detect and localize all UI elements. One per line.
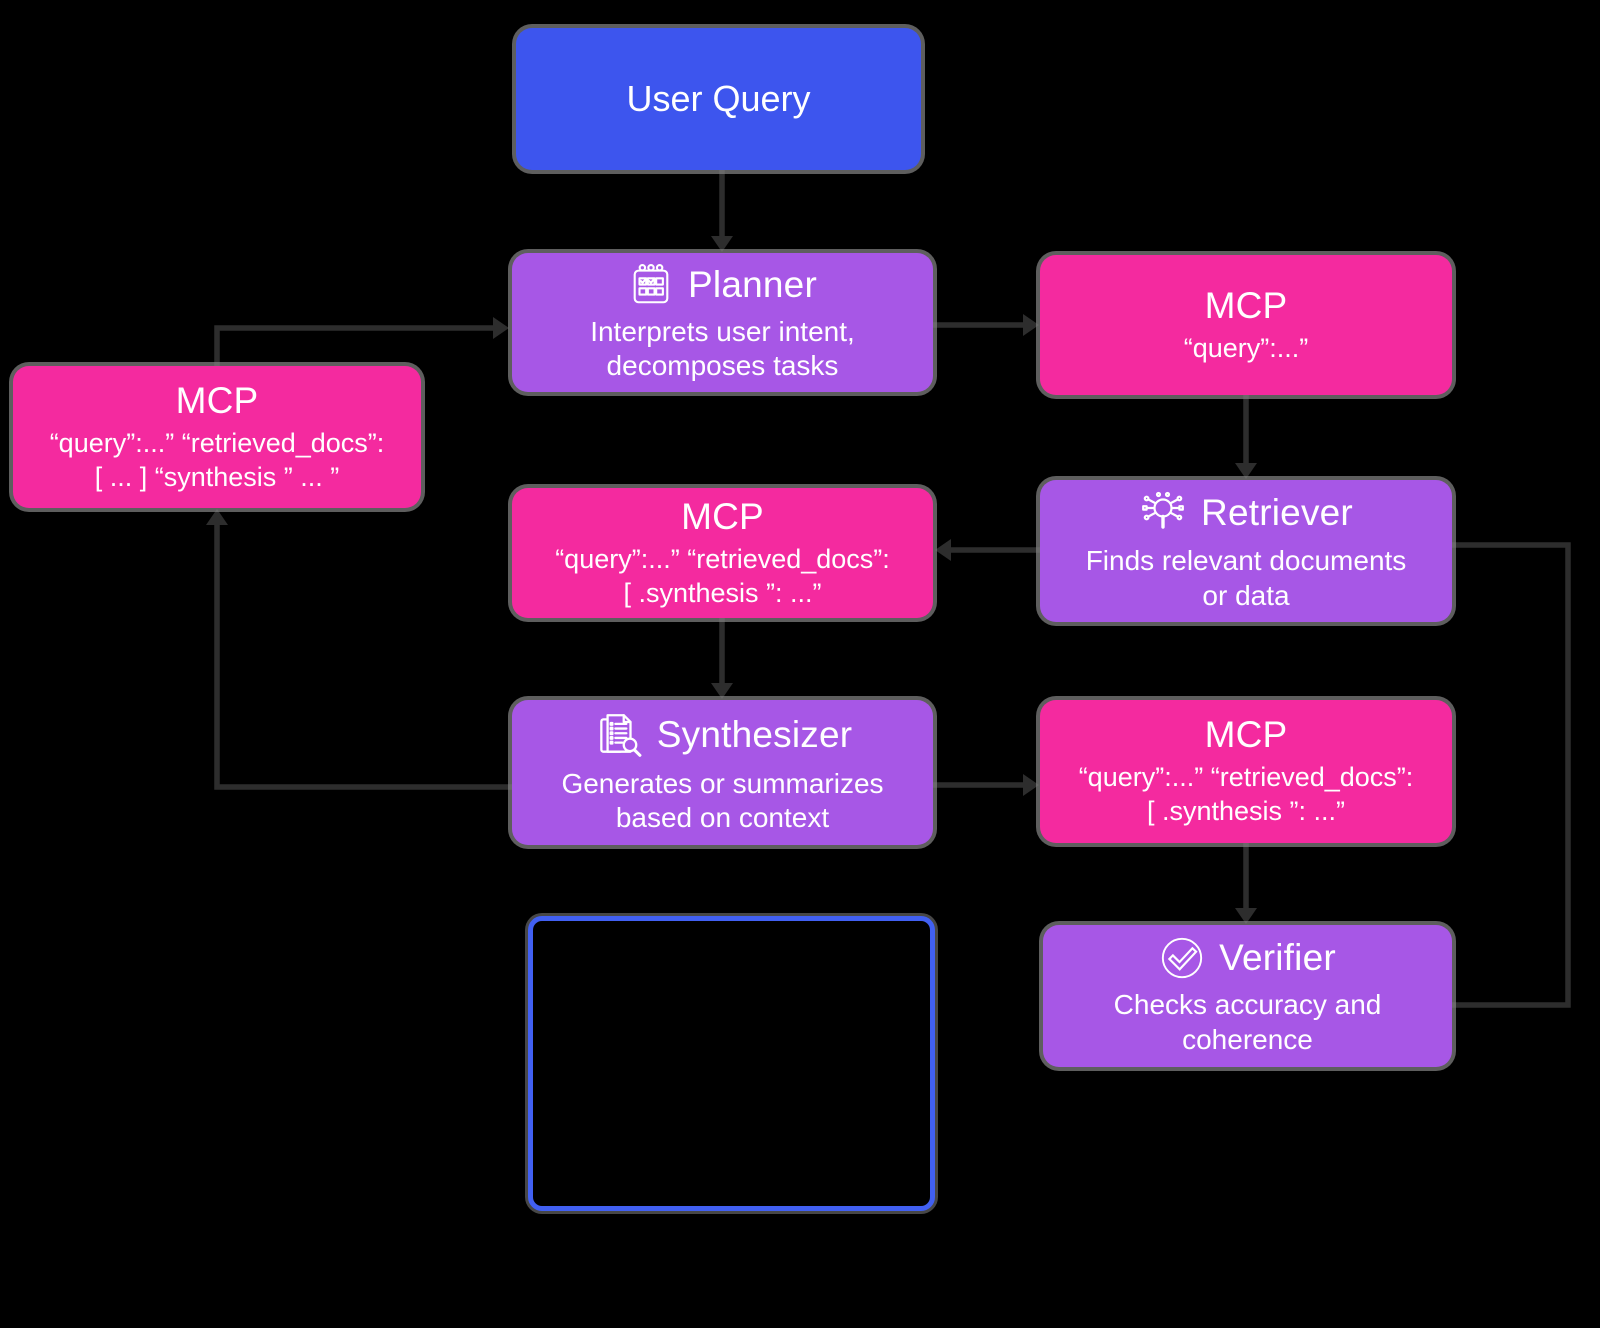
- edge-retriever-to-mcp-middle: [935, 539, 1040, 561]
- calendar-icon: [633, 263, 669, 304]
- edge-planner-to-mcp-top-right: [933, 314, 1039, 336]
- node-subtitle: Interprets user intent, decomposes tasks: [590, 315, 855, 383]
- node-title-row: Synthesizer: [593, 710, 853, 760]
- output-placeholder-box: [528, 916, 935, 1211]
- edge-mcp-middle-to-synthesizer: [711, 618, 733, 699]
- subtitle-line: Checks accuracy and: [1113, 989, 1382, 1021]
- node-title: Verifier: [1219, 937, 1336, 979]
- node-mcp-left: MCP “query”:...” “retrieved_docs”: [ ...…: [13, 366, 421, 508]
- edge-user-query-to-planner: [711, 170, 733, 252]
- node-title: Synthesizer: [656, 713, 853, 755]
- subtitle-line: or data: [1202, 579, 1290, 611]
- subtitle-line: [ ... ] “synthesis ” ... ”: [94, 461, 340, 492]
- subtitle-line: “query”:...”: [1183, 332, 1309, 363]
- node-title-row: Planner: [628, 262, 817, 308]
- node-title: MCP: [1204, 284, 1288, 326]
- subtitle-line: based on context: [615, 802, 830, 833]
- node-planner: Planner Interprets user intent, decompos…: [512, 253, 933, 392]
- check-circle-icon: [1161, 938, 1203, 979]
- node-title: Retriever: [1201, 492, 1353, 534]
- node-subtitle: “query”:...” “retrieved_docs”: [ ... ] “…: [50, 427, 385, 495]
- node-subtitle: Generates or summarizes based on context: [561, 767, 883, 835]
- subtitle-line: decomposes tasks: [606, 350, 839, 381]
- subtitle-line: “query”:...” “retrieved_docs”:: [1078, 762, 1414, 793]
- node-title: Planner: [688, 263, 817, 305]
- edge-synthesizer-to-mcp-right: [933, 774, 1039, 796]
- edge-mcp-top-right-to-retriever: [1235, 395, 1257, 479]
- edge-synthesizer-to-mcp-left: [206, 509, 512, 790]
- subtitle-line: “query”:...” “retrieved_docs”:: [555, 543, 890, 574]
- node-title: MCP: [1204, 714, 1288, 756]
- edge-mcp-left-to-planner: [214, 317, 509, 366]
- node-title: MCP: [175, 379, 259, 421]
- node-subtitle: “query”:...” “retrieved_docs”: [ .synthe…: [1079, 761, 1414, 829]
- node-subtitle: Finds relevant documents or data: [1086, 544, 1407, 612]
- edge-retriever-verifier-link: [1452, 542, 1571, 1008]
- node-verifier: Verifier Checks accuracy and coherence: [1043, 925, 1452, 1067]
- edge-mcp-right-to-verifier: [1235, 843, 1257, 924]
- subtitle-line: Finds relevant documents: [1085, 545, 1407, 577]
- node-title-row: Retriever: [1139, 489, 1353, 537]
- node-mcp-top-right: MCP “query”:...”: [1040, 255, 1452, 395]
- subtitle-line: Interprets user intent,: [590, 315, 855, 347]
- node-mcp-right: MCP “query”:...” “retrieved_docs”: [ .sy…: [1040, 700, 1452, 843]
- node-title-row: Verifier: [1159, 935, 1336, 981]
- node-retriever: Retriever Finds relevant documents or da…: [1040, 480, 1452, 622]
- search-network-icon: [1142, 492, 1184, 530]
- node-subtitle: “query”:...” “retrieved_docs”: [ .synthe…: [555, 543, 890, 611]
- subtitle-line: coherence: [1182, 1023, 1313, 1055]
- subtitle-line: “query”:...” “retrieved_docs”:: [49, 427, 385, 458]
- node-synthesizer: Synthesizer Generates or summarizes base…: [512, 700, 933, 845]
- node-mcp-middle: MCP “query”:...” “retrieved_docs”: [ .sy…: [512, 488, 933, 618]
- subtitle-line: [ .synthesis ”: ...”: [623, 577, 822, 608]
- node-user-query: User Query: [516, 28, 921, 170]
- document-search-icon: [599, 713, 642, 757]
- node-title: MCP: [681, 495, 764, 537]
- node-subtitle: Checks accuracy and coherence: [1114, 988, 1382, 1056]
- subtitle-line: Generates or summarizes: [561, 767, 884, 799]
- node-subtitle: “query”:...”: [1184, 332, 1309, 366]
- node-title: User Query: [626, 78, 811, 119]
- subtitle-line: [ .synthesis ”: ...”: [1146, 796, 1346, 826]
